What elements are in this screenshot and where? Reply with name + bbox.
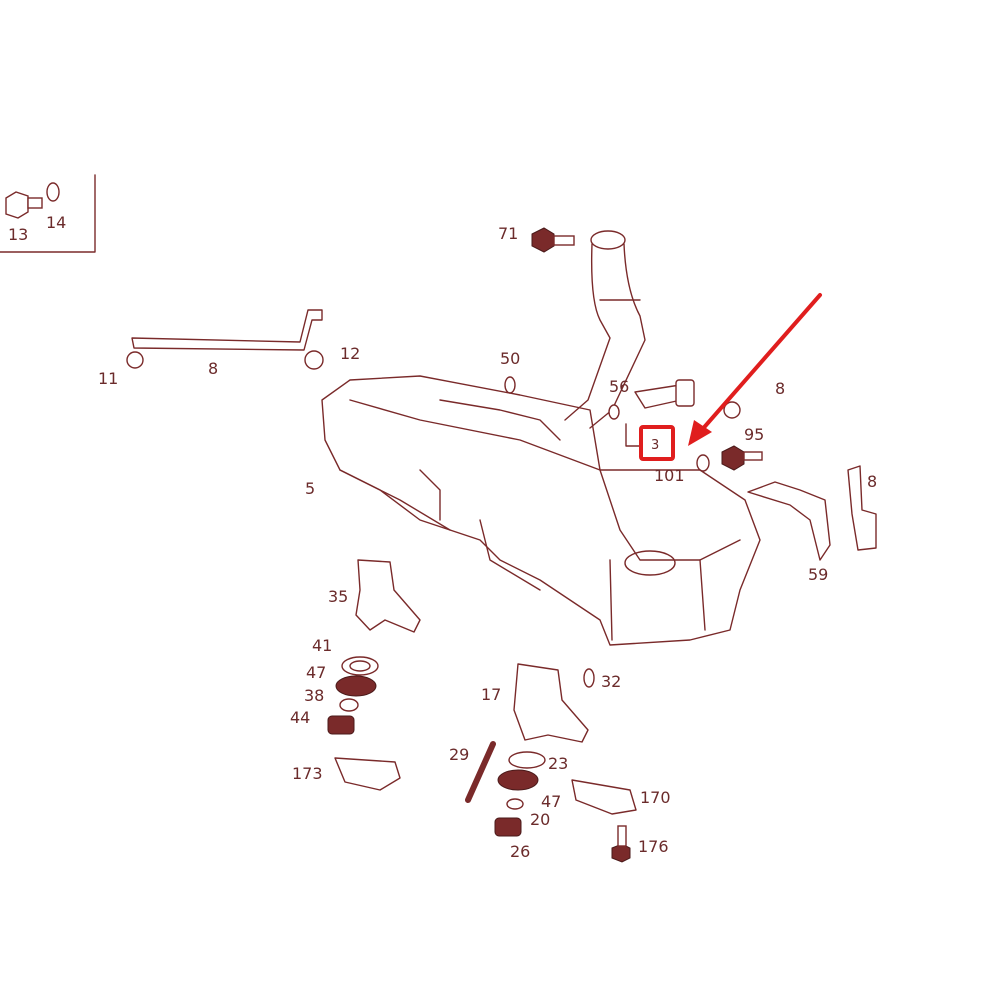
label-38: 38 <box>304 686 324 705</box>
label-95: 95 <box>744 425 764 444</box>
bushing-44 <box>327 715 355 735</box>
filler-neck <box>564 230 646 429</box>
ring-47-left <box>335 675 377 697</box>
label-176: 176 <box>638 837 669 856</box>
highlight-box <box>639 425 675 461</box>
bushing-26 <box>494 817 522 837</box>
label-8-valve: 8 <box>775 379 785 398</box>
mount-17 <box>513 663 589 743</box>
bracket-173 <box>334 757 401 791</box>
heat-shield-59 <box>747 481 831 561</box>
label-12: 12 <box>340 344 360 363</box>
washer-50 <box>504 376 516 394</box>
label-8-right: 8 <box>867 472 877 491</box>
fuel-tank-5 <box>321 375 761 646</box>
label-173: 173 <box>292 764 323 783</box>
label-11: 11 <box>98 369 118 388</box>
red-arrow <box>688 293 822 446</box>
washer-56 <box>608 404 620 420</box>
label-32: 32 <box>601 672 621 691</box>
bolt-71 <box>531 227 575 253</box>
ring-41-inner <box>349 660 371 672</box>
valve-assembly <box>625 379 763 472</box>
label-47-left: 47 <box>306 663 326 682</box>
label-3: 3 <box>651 438 659 453</box>
label-14: 14 <box>46 213 66 232</box>
strap-8-right <box>847 465 877 551</box>
bolt-176 <box>611 843 631 863</box>
label-101: 101 <box>654 466 685 485</box>
label-5: 5 <box>305 479 315 498</box>
washer-32 <box>583 668 595 688</box>
label-170: 170 <box>640 788 671 807</box>
label-50: 50 <box>500 349 520 368</box>
label-44: 44 <box>290 708 310 727</box>
label-26: 26 <box>510 842 530 861</box>
label-23: 23 <box>548 754 568 773</box>
washer-38 <box>339 698 359 712</box>
label-17: 17 <box>481 685 501 704</box>
ring-47-right <box>497 769 539 791</box>
stud-29 <box>465 741 496 803</box>
label-8-strap: 8 <box>208 359 218 378</box>
label-41: 41 <box>312 636 332 655</box>
washer-20 <box>506 798 524 810</box>
bolt-176-shaft <box>617 825 627 847</box>
mount-35 <box>355 559 421 633</box>
bracket-170 <box>571 779 637 815</box>
ring-23 <box>508 751 546 769</box>
label-35: 35 <box>328 587 348 606</box>
label-71: 71 <box>498 224 518 243</box>
label-47-right: 47 <box>541 792 561 811</box>
label-56: 56 <box>609 377 629 396</box>
label-20: 20 <box>530 810 550 829</box>
label-59: 59 <box>808 565 828 584</box>
strap-8-top <box>126 309 324 370</box>
label-13: 13 <box>8 225 28 244</box>
inset-bolt-washer <box>0 174 96 253</box>
label-29: 29 <box>449 745 469 764</box>
